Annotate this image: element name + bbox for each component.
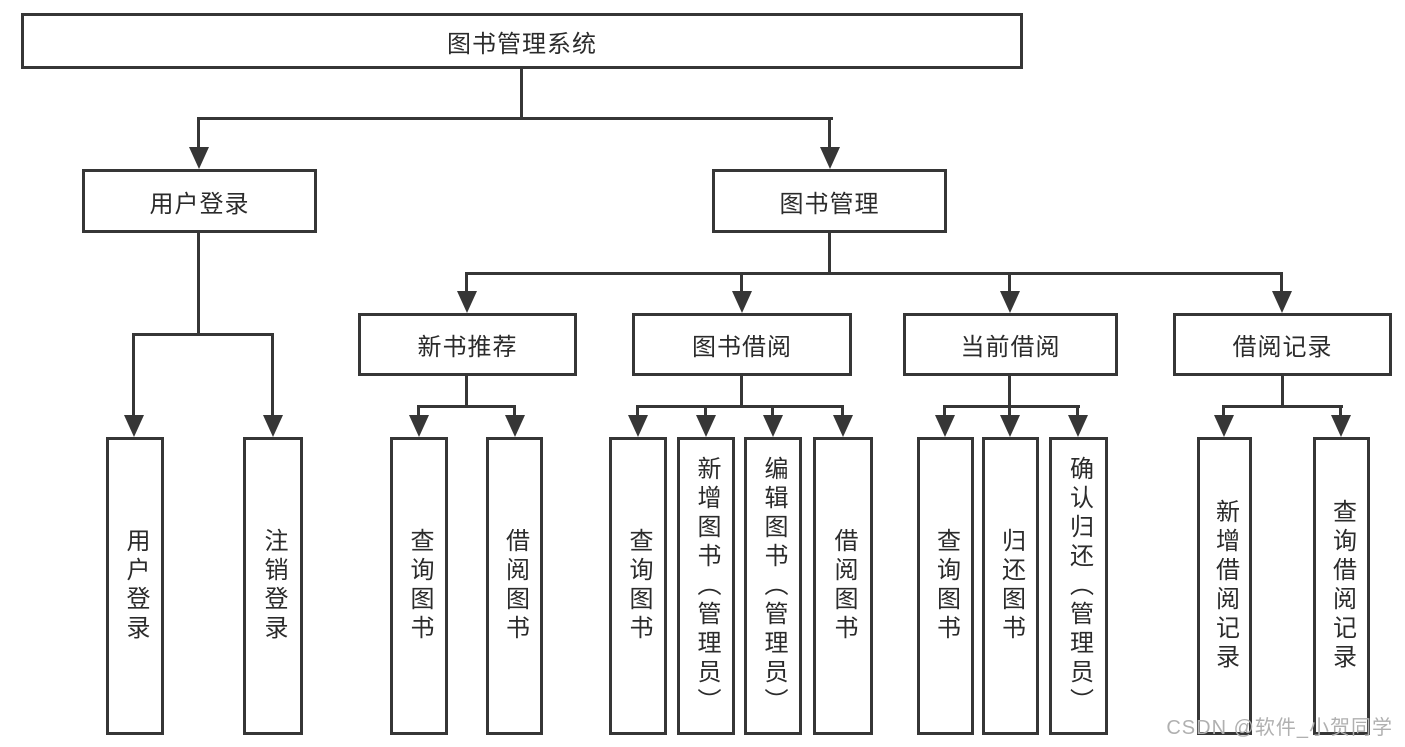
connector-line: [740, 376, 743, 408]
connector-line: [465, 272, 1283, 275]
leaf-add-borrow-record: 新增借阅记录: [1197, 437, 1252, 735]
connector-line: [636, 405, 639, 418]
leaf-borrow-books-borrow-label: 借阅图书: [830, 528, 857, 644]
arrow-down-icon: [696, 415, 716, 437]
leaf-edit-book-admin-label: 编辑图书（管理员）: [760, 455, 787, 717]
arrow-down-icon: [409, 415, 429, 437]
arrow-down-icon: [1000, 415, 1020, 437]
leaf-borrow-books-recommend-label: 借阅图书: [501, 528, 529, 644]
leaf-logout-label: 注销登录: [260, 528, 287, 644]
leaf-confirm-return-admin-label: 确认归还（管理员）: [1065, 455, 1093, 717]
arrow-down-icon: [189, 147, 209, 169]
arrow-down-icon: [732, 291, 752, 313]
arrow-down-icon: [124, 415, 144, 437]
node-current-borrow: 当前借阅: [903, 313, 1118, 376]
leaf-borrow-books-recommend: 借阅图书: [486, 437, 543, 735]
connector-line: [1280, 272, 1283, 294]
connector-line: [513, 405, 516, 418]
arrow-down-icon: [935, 415, 955, 437]
node-user-login: 用户登录: [82, 169, 317, 233]
connector-line: [1281, 376, 1284, 408]
leaf-add-book-admin: 新增图书（管理员）: [677, 437, 735, 735]
node-root-label: 图书管理系统: [447, 30, 597, 58]
leaf-query-books-recommend-label: 查询图书: [406, 528, 433, 644]
arrow-down-icon: [263, 415, 283, 437]
connector-line: [828, 117, 831, 150]
arrow-down-icon: [820, 147, 840, 169]
node-book-borrow-label: 图书借阅: [692, 334, 792, 361]
leaf-add-borrow-record-label: 新增借阅记录: [1211, 499, 1239, 673]
node-user-login-label: 用户登录: [149, 190, 250, 218]
node-current-borrow-label: 当前借阅: [960, 334, 1061, 361]
connector-line: [1222, 405, 1343, 408]
leaf-query-books-recommend: 查询图书: [390, 437, 448, 735]
arrow-down-icon: [833, 415, 853, 437]
node-book-management: 图书管理: [712, 169, 947, 233]
connector-line: [943, 405, 1080, 408]
arrow-down-icon: [457, 291, 477, 313]
node-book-management-label: 图书管理: [779, 190, 880, 218]
connector-line: [740, 272, 743, 294]
connector-line: [1008, 405, 1011, 418]
arrow-down-icon: [1272, 291, 1292, 313]
leaf-borrow-books-borrow: 借阅图书: [813, 437, 873, 735]
connector-line: [417, 405, 420, 418]
connector-line: [132, 333, 135, 417]
arrow-down-icon: [763, 415, 783, 437]
leaf-query-books-current: 查询图书: [917, 437, 974, 735]
connector-line: [1076, 405, 1079, 418]
connector-line: [271, 333, 274, 417]
connector-line: [465, 376, 468, 408]
node-root: 图书管理系统: [21, 13, 1023, 69]
connector-line: [943, 405, 946, 418]
connector-line: [1222, 405, 1225, 418]
connector-line: [197, 117, 200, 150]
arrow-down-icon: [628, 415, 648, 437]
connector-line: [132, 333, 274, 336]
node-borrow-records-label: 借阅记录: [1232, 334, 1333, 361]
leaf-user-login: 用户登录: [106, 437, 164, 735]
arrow-down-icon: [1331, 415, 1351, 437]
connector-line: [197, 117, 833, 120]
connector-line: [465, 272, 468, 294]
node-new-book-recommend-label: 新书推荐: [417, 334, 518, 361]
connector-line: [841, 405, 844, 418]
connector-line: [704, 405, 707, 418]
leaf-return-book: 归还图书: [982, 437, 1039, 735]
connector-line: [771, 405, 774, 418]
leaf-edit-book-admin: 编辑图书（管理员）: [744, 437, 802, 735]
leaf-query-borrow-record-label: 查询借阅记录: [1328, 499, 1356, 673]
arrow-down-icon: [1214, 415, 1234, 437]
connector-line: [1008, 376, 1011, 408]
leaf-query-books-current-label: 查询图书: [932, 528, 960, 644]
connector-line: [417, 405, 516, 408]
connector-line: [1008, 272, 1011, 294]
arrow-down-icon: [505, 415, 525, 437]
arrow-down-icon: [1068, 415, 1088, 437]
connector-line: [636, 405, 844, 408]
node-new-book-recommend: 新书推荐: [358, 313, 577, 376]
leaf-logout: 注销登录: [243, 437, 303, 735]
connector-line: [197, 233, 200, 336]
leaf-query-borrow-record: 查询借阅记录: [1313, 437, 1370, 735]
leaf-add-book-admin-label: 新增图书（管理员）: [693, 455, 720, 717]
leaf-user-login-label: 用户登录: [122, 528, 149, 644]
connector-line: [1339, 405, 1342, 418]
arrow-down-icon: [1000, 291, 1020, 313]
csdn-watermark: CSDN @软件_小贺同学: [1166, 717, 1393, 739]
node-book-borrow: 图书借阅: [632, 313, 852, 376]
leaf-confirm-return-admin: 确认归还（管理员）: [1049, 437, 1108, 735]
leaf-query-books-borrow-label: 查询图书: [625, 528, 652, 644]
connector-line: [520, 69, 523, 117]
node-borrow-records: 借阅记录: [1173, 313, 1392, 376]
leaf-query-books-borrow: 查询图书: [609, 437, 667, 735]
leaf-return-book-label: 归还图书: [997, 528, 1025, 644]
connector-line: [828, 233, 831, 275]
